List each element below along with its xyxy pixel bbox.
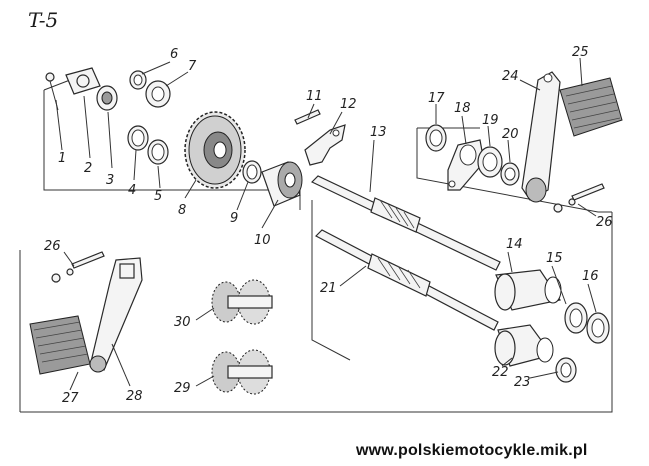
label-25: 25 [572, 45, 589, 60]
label-22: 22 [492, 365, 509, 380]
part-27-pedal [29, 315, 91, 375]
label-2: 2 [84, 161, 92, 176]
label-7: 7 [188, 59, 197, 74]
part-22-bushing [494, 324, 554, 367]
part-20-ring [500, 162, 520, 186]
part-7-washer [145, 80, 171, 108]
label-24: 24 [502, 69, 519, 84]
part-14-bushing [494, 269, 562, 311]
label-15: 15 [546, 251, 563, 266]
part-16-ring [586, 312, 610, 344]
part-23-ring [555, 357, 577, 383]
leader-lines [55, 57, 597, 391]
label-14: 14 [506, 237, 523, 252]
label-9: 9 [230, 211, 238, 226]
label-28: 28 [126, 389, 143, 404]
label-29: 29 [174, 381, 191, 396]
part-15-ring [564, 302, 588, 334]
label-27: 27 [62, 391, 79, 406]
part-10-clutch [261, 161, 303, 207]
label-26-lower: 26 [44, 239, 61, 254]
label-20: 20 [502, 127, 519, 142]
part-9-ring [242, 160, 262, 184]
label-10: 10 [254, 233, 271, 248]
part-30-double-gear [211, 279, 273, 325]
label-21: 21 [320, 281, 337, 296]
part-28-kick-lever [89, 257, 143, 373]
label-4: 4 [128, 183, 136, 198]
part-29-double-gear [211, 349, 273, 395]
part-11-pin [294, 109, 321, 125]
part-12-fork [304, 124, 346, 166]
part-3-bearing [96, 85, 118, 111]
part-8-gear [184, 111, 246, 189]
website-watermark: www.polskiemotocykle.mik.pl [356, 442, 588, 459]
diagram-title: T-5 [28, 8, 59, 32]
part-labels: 1 2 3 4 5 6 7 8 9 10 11 12 13 14 15 16 1… [44, 45, 613, 406]
label-30: 30 [174, 315, 191, 330]
label-26-upper: 26 [596, 215, 613, 230]
label-16: 16 [582, 269, 599, 284]
part-5-circlip [147, 139, 169, 165]
label-12: 12 [340, 97, 357, 112]
part-21-shaft [315, 229, 499, 331]
label-5: 5 [154, 189, 162, 204]
label-3: 3 [106, 173, 114, 188]
part-13-shaft [310, 175, 501, 271]
part-24-kick-lever [521, 71, 561, 203]
label-17: 17 [428, 91, 445, 106]
part-26-screw-upper [553, 183, 605, 213]
part-17-ring [425, 124, 447, 152]
part-25-pedal [559, 77, 623, 137]
part-6-ring [129, 70, 147, 90]
frame-lines [19, 79, 613, 413]
part-19-ring [477, 146, 503, 178]
label-11: 11 [306, 89, 323, 104]
part-2-flange-plate [65, 67, 101, 95]
label-23: 23 [514, 375, 531, 390]
part-26-screw-lower [51, 251, 105, 283]
label-18: 18 [454, 101, 471, 116]
label-19: 19 [482, 113, 499, 128]
label-6: 6 [170, 47, 178, 62]
label-1: 1 [58, 151, 66, 166]
part-4-ring [127, 125, 149, 151]
label-13: 13 [370, 125, 387, 140]
label-8: 8 [178, 203, 186, 218]
